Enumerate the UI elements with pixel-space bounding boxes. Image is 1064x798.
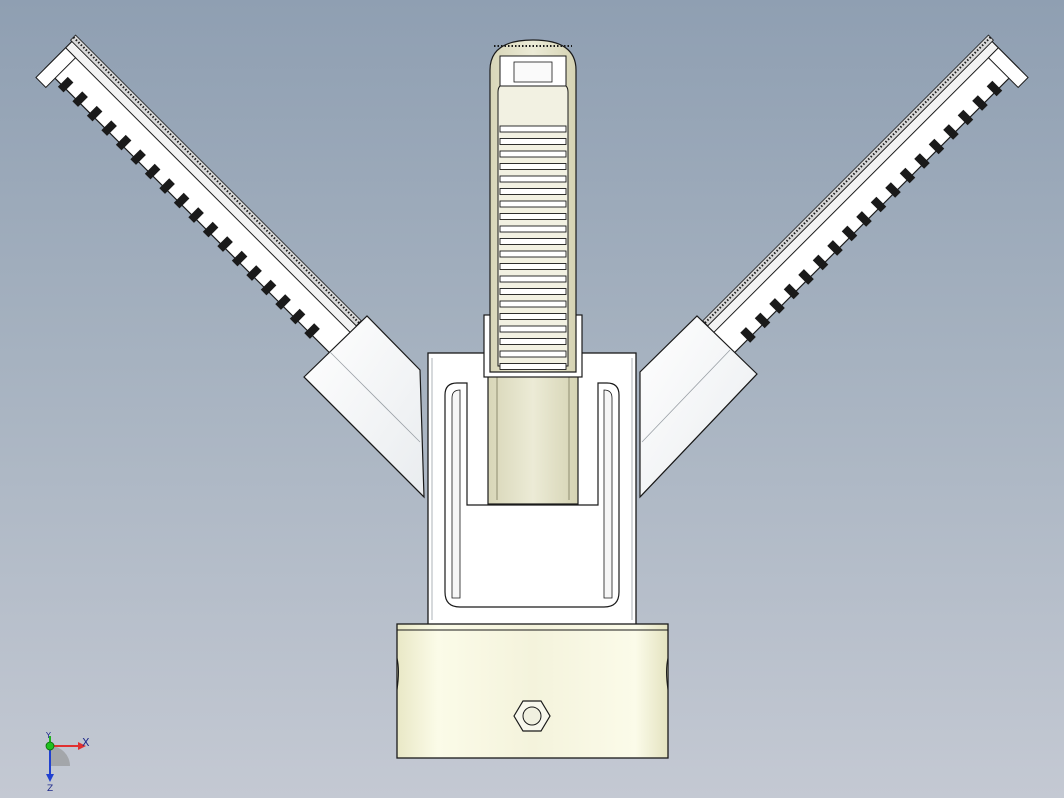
right-rack-slot — [827, 240, 843, 256]
right-rack-slot — [957, 109, 974, 126]
z-axis-label: Z — [47, 784, 53, 792]
center-slider[interactable] — [483, 39, 583, 505]
left-rack-slot — [246, 265, 262, 281]
left-rack-slot — [86, 105, 103, 122]
center-rack-tooth — [499, 138, 567, 145]
center-rack-tooth — [499, 300, 567, 308]
left-rack-slot — [289, 308, 306, 325]
right-rack-slot — [769, 298, 785, 314]
right-rack-slot — [798, 269, 814, 285]
left-rack-slot — [101, 120, 117, 136]
orientation-triad: X Y Z — [45, 732, 90, 792]
left-rack-slot — [72, 91, 88, 107]
x-axis-label: X — [82, 736, 90, 749]
center-rack-tooth — [499, 150, 567, 158]
right-rack-slot — [899, 167, 916, 184]
left-rack-slot — [260, 279, 277, 296]
center-rack-tooth — [499, 225, 567, 233]
left-rack-slot — [144, 163, 161, 180]
center-rack-tooth — [499, 250, 567, 258]
right-rack-slot — [740, 327, 756, 343]
right-rack-slot — [870, 196, 887, 213]
right-rack-slot — [885, 182, 901, 198]
y-axis-label: Y — [45, 732, 51, 740]
right-rack-slot — [754, 312, 771, 329]
left-rack-slot — [130, 149, 146, 165]
right-rack-slot — [856, 211, 872, 227]
left-rack-slot — [115, 134, 132, 151]
center-rack-tooth — [499, 188, 567, 195]
center-rack-tooth — [499, 363, 567, 370]
center-rack-tooth — [499, 200, 567, 208]
left-rack-slot — [188, 207, 204, 223]
center-rack-tooth — [499, 163, 567, 170]
right-rack-slot — [928, 138, 945, 155]
left-rack-slot — [231, 250, 248, 267]
center-rack-tooth — [499, 275, 567, 283]
right-rack-arm[interactable] — [700, 34, 1030, 365]
center-rack-tooth — [499, 213, 567, 220]
left-rack-slot — [202, 221, 219, 238]
center-rack-tooth — [499, 263, 567, 270]
right-rack-slot — [914, 153, 930, 169]
left-rack-slot — [159, 178, 175, 194]
left-rack-slot — [217, 236, 233, 252]
center-rack-tooth — [499, 350, 567, 358]
left-rack-slot — [304, 323, 320, 339]
center-rack-tooth — [499, 325, 567, 333]
center-rack-tooth — [499, 238, 567, 245]
base-cylinder[interactable] — [396, 623, 669, 759]
right-rack-slot — [943, 124, 959, 140]
center-rack-tooth — [499, 175, 567, 183]
left-rack-slot — [275, 294, 291, 310]
center-rack-tooth — [499, 313, 567, 320]
center-rack-tooth — [499, 288, 567, 295]
left-rack-slot — [173, 192, 190, 209]
right-rack-slot — [812, 254, 829, 271]
left-rack-slot — [57, 76, 74, 93]
right-rack-slot — [972, 95, 988, 111]
triad-plane — [50, 746, 70, 766]
left-rack-arm[interactable] — [35, 34, 365, 365]
right-rack-slot — [841, 225, 858, 242]
right-rack-slot — [783, 283, 800, 300]
center-rack-tooth — [499, 125, 567, 133]
right-rack-slot — [986, 80, 1003, 97]
center-rack-tooth — [499, 338, 567, 345]
origin-dot — [45, 741, 55, 751]
